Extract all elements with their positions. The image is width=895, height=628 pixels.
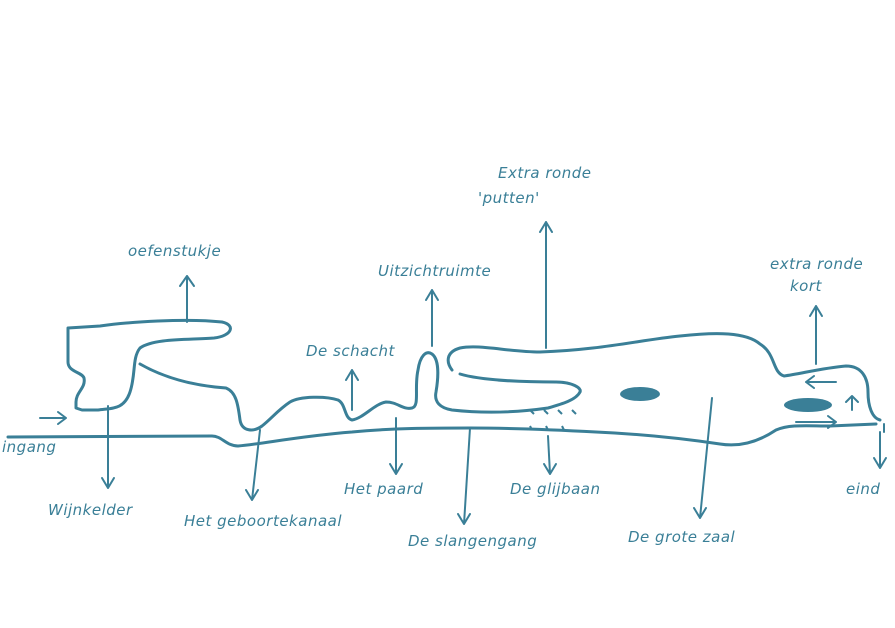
- label-extra-kort-line1: extra ronde: [770, 255, 863, 273]
- label-schacht: De schacht: [306, 342, 396, 360]
- label-extra-putten-line2: 'putten': [478, 189, 540, 207]
- cave-upper-wall: [66, 318, 232, 412]
- labels: ingang Wijnkelder oefenstukje Het geboor…: [2, 164, 880, 550]
- glijbaan-slope-marks: [529, 409, 577, 431]
- label-eind: eind: [846, 480, 880, 498]
- cave-inner-loop: [458, 372, 582, 394]
- label-ingang: ingang: [2, 438, 56, 456]
- label-grote-zaal: De grote zaal: [628, 528, 736, 546]
- label-glijbaan: De glijbaan: [510, 480, 600, 498]
- label-extra-kort-line2: kort: [790, 277, 823, 295]
- cave-upper-passage: [138, 351, 582, 432]
- label-pointers: [101, 221, 887, 525]
- cave-floor: [6, 422, 878, 448]
- label-oefenstukje: oefenstukje: [128, 242, 221, 260]
- label-uitzichtruimte: Uitzichtruimte: [378, 262, 491, 280]
- cave-outline: [6, 221, 887, 525]
- label-slangengang: De slangengang: [408, 532, 537, 550]
- label-paard: Het paard: [344, 480, 423, 498]
- pool-blob: [784, 398, 832, 412]
- cave-central-chamber: [446, 332, 882, 422]
- label-wijnkelder: Wijnkelder: [48, 501, 133, 519]
- route-arrows: [39, 375, 885, 433]
- label-geboortekanaal: Het geboortekanaal: [184, 512, 342, 530]
- label-extra-putten-line1: Extra ronde: [498, 164, 591, 182]
- pool-blob: [620, 387, 660, 401]
